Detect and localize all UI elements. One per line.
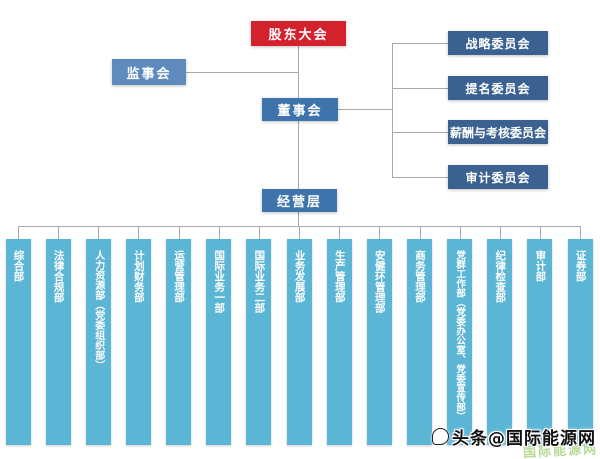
connector-department-stub	[580, 226, 582, 239]
connector-department-stub	[379, 226, 381, 239]
connector-committee-stub	[392, 177, 448, 178]
department-label: 人力资源部（党委组织部）	[92, 250, 104, 370]
department-box: 证券部	[567, 239, 593, 445]
department-box: 安健环管理部	[366, 239, 392, 445]
watermark: 国际能源网 头条@国际能源网	[368, 415, 598, 459]
connector-supervisory	[186, 72, 298, 73]
department-box: 国际业务二部	[246, 239, 272, 445]
department-box: 人力资源部（党委组织部）	[85, 239, 111, 445]
connector-department-stub	[459, 226, 461, 239]
department-label: 纪律检查部	[494, 250, 507, 303]
connector-committee-stub	[392, 88, 448, 89]
connector-department-stub	[18, 226, 19, 239]
department-box: 生产管理部	[326, 239, 352, 445]
committee-box: 战略委员会	[448, 31, 548, 55]
department-label: 商务管理部	[414, 250, 426, 303]
department-box: 国际业务一部	[206, 239, 232, 445]
department-label: 生产管理部	[333, 250, 346, 303]
department-box: 党群工作部（党委办公室、党委宣传部）	[447, 239, 473, 445]
department-label: 业务发展部	[293, 250, 306, 303]
committee-box: 提名委员会	[448, 76, 548, 100]
connector-shareholders-board	[298, 46, 299, 98]
department-label: 运营管理部	[173, 250, 186, 303]
connector-department-stub	[138, 226, 140, 239]
connector-committee-trunk	[392, 43, 393, 177]
department-box: 审计部	[527, 239, 553, 445]
connector-department-stub	[299, 226, 301, 239]
department-label: 计划财务部	[132, 250, 145, 303]
connector-department-stub	[258, 226, 260, 239]
connector-board-management	[298, 121, 299, 189]
connector-committee-stub	[392, 132, 448, 133]
department-box: 商务管理部	[407, 239, 432, 445]
department-box: 法律合规部	[45, 239, 71, 445]
department-box: 纪律检查部	[487, 239, 513, 445]
department-box: 业务发展部	[286, 239, 312, 445]
department-label: 审计部	[534, 250, 547, 282]
connector-department-stub	[419, 226, 421, 239]
department-box: 运营管理部	[166, 239, 192, 445]
department-label: 法律合规部	[52, 250, 65, 303]
committee-box: 审计委员会	[448, 165, 548, 189]
department-label: 综合部	[12, 250, 25, 282]
connector-management-bus	[298, 212, 299, 226]
department-box: 计划财务部	[125, 239, 151, 445]
connector-department-stub	[58, 226, 60, 239]
connector-board-committees	[338, 109, 392, 110]
supervisory-board-box: 监事会	[112, 59, 186, 85]
connector-department-stub	[339, 226, 341, 239]
connector-department-bus	[18, 226, 580, 227]
connector-department-stub	[178, 226, 180, 239]
connector-committee-stub	[392, 43, 448, 44]
connector-department-stub	[539, 226, 541, 239]
connector-department-stub	[499, 226, 501, 239]
connector-department-stub	[98, 226, 100, 239]
department-label: 安健环管理部	[373, 250, 386, 313]
department-box: 综合部	[5, 239, 31, 445]
management-layer-box: 经营层	[262, 189, 337, 212]
department-label: 证券部	[574, 250, 587, 282]
connector-department-stub	[218, 226, 220, 239]
shareholders-meeting-box: 股东大会	[251, 21, 346, 46]
board-of-directors-box: 董事会	[262, 98, 338, 121]
department-label: 国际业务一部	[213, 250, 226, 313]
department-label: 党群工作部（党委办公室、党委宣传部）	[454, 250, 466, 421]
committee-box: 薪酬与考核委员会	[448, 120, 548, 144]
department-label: 国际业务二部	[253, 250, 266, 313]
